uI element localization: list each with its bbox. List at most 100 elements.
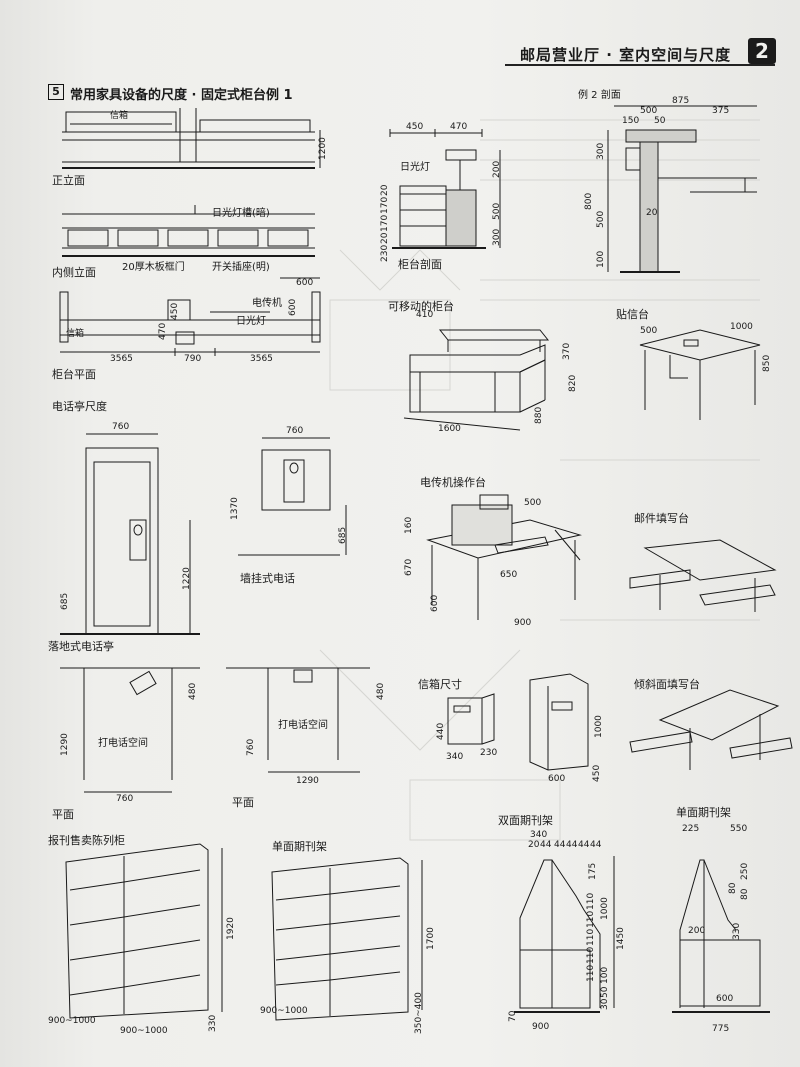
double-rack-top-3: 44: [566, 840, 578, 850]
telex-d600: 600: [430, 594, 440, 612]
single-rack-h1700: 1700: [426, 927, 436, 950]
telex-w900: 900: [514, 618, 532, 628]
mailbox-h1000: 1000: [594, 715, 604, 738]
running-header: 邮局营业厅 · 室内空间与尺度: [520, 46, 732, 64]
single-rack-drawing: [271, 857, 423, 1021]
double-rack-h50: 50: [600, 986, 610, 998]
wall-phone-drawing: [238, 437, 347, 556]
booth-label: 落地式电话亭: [48, 640, 114, 653]
phone-plan-right-drawing: [226, 667, 370, 773]
single-rack2-w550: 550: [730, 824, 748, 834]
mailbox-w340: 340: [446, 752, 464, 762]
counter-section-drawing: [389, 129, 501, 249]
stamp-h850: 850: [762, 354, 772, 372]
section-d2-dim: 170: [380, 196, 390, 214]
telex-w500: 500: [524, 498, 542, 508]
plan-mail-label: 信箱: [66, 329, 85, 339]
double-rack-w340: 340: [530, 830, 548, 840]
mailbox-w230: 230: [480, 748, 498, 758]
movable-title: 可移动的柜台: [388, 300, 454, 313]
ex2-h1-dim: 300: [596, 142, 606, 160]
double-rack-step-4: 110: [586, 964, 596, 982]
ex2-h4-dim: 100: [596, 250, 606, 268]
movable-h820: 820: [568, 374, 578, 392]
double-rack-top-1: 44: [540, 840, 552, 850]
ex2-w2-dim: 375: [712, 106, 730, 116]
single-rack-w1: 900~1000: [260, 1006, 308, 1016]
movable-h370: 370: [562, 342, 572, 360]
plan-right-label: 平面: [232, 796, 254, 809]
double-rack-top-0: 20: [528, 840, 540, 850]
telex-w650: 650: [500, 570, 518, 580]
plan-h2-dim: 470: [158, 322, 168, 340]
double-rack-w900: 900: [532, 1022, 550, 1032]
single-rack2-drawing: [672, 859, 770, 1013]
section-w2-dim: 470: [450, 122, 468, 132]
front-mailbox-label: 信箱: [110, 111, 129, 121]
example2-section-drawing: [607, 105, 757, 273]
booth-w760: 760: [112, 422, 130, 432]
front-elevation-label: 正立面: [52, 174, 85, 187]
plan-w2-dim: 790: [184, 354, 202, 364]
booth-h685: 685: [60, 592, 70, 610]
inner-light-label: 日光灯槽(暗): [212, 208, 270, 219]
front-elevation-drawing: [62, 108, 321, 169]
telex-desk-drawing: [426, 494, 582, 620]
double-rack-step-0: 110: [586, 892, 596, 910]
single-rack2-w225: 225: [682, 824, 700, 834]
phone-booth-drawing: [60, 433, 200, 635]
plan-right-area: 打电话空间: [278, 720, 328, 731]
single-rack2-h80a: 80: [728, 882, 738, 894]
plan-left-h480: 480: [188, 682, 198, 700]
counter-plan-drawing: [59, 277, 321, 356]
example2-title: 例 2 剖面: [578, 90, 621, 101]
double-rack-step-3: 110: [586, 946, 596, 964]
section-d5-dim: 230: [380, 244, 390, 262]
plan-left-label: 平面: [52, 808, 74, 821]
double-rack-step-2: 110: [586, 928, 596, 946]
double-rack-top-2: 44: [554, 840, 566, 850]
counter-section-label: 柜台剖面: [398, 258, 442, 271]
header-rule: [505, 64, 775, 66]
single-rack-title: 单面期刊架: [272, 840, 327, 853]
section-d1-dim: 20: [380, 184, 390, 196]
ex2-h3-dim: 500: [596, 210, 606, 228]
wall-phone-h685: 685: [338, 526, 348, 544]
double-rack-h1450: 1450: [616, 927, 626, 950]
plan-h1-dim: 600: [288, 298, 298, 316]
single-rack2-h250: 250: [740, 862, 750, 880]
ex2-h2-dim: 800: [584, 192, 594, 210]
double-rack-h1000: 1000: [600, 897, 610, 920]
plan-left-area: 打电话空间: [98, 738, 148, 749]
single-rack2-title: 单面期刊架: [676, 806, 731, 819]
section-d4-dim: 20: [380, 232, 390, 244]
newsstand-w2: 900~1000: [120, 1026, 168, 1036]
mailbox-d450: 450: [592, 764, 602, 782]
telex-h670: 670: [404, 558, 414, 576]
single-rack2-w600: 600: [716, 994, 734, 1004]
plan-w3-dim: 3565: [250, 354, 273, 364]
section-h1-dim: 200: [492, 160, 502, 178]
movable-d410: 410: [416, 310, 434, 320]
double-rack-step-1: 110: [586, 910, 596, 928]
single-rack2-h80b: 80: [740, 888, 750, 900]
counter-plan-label: 柜台平面: [52, 368, 96, 381]
section-number: 5: [48, 84, 64, 100]
booth-title: 电话亭尺度: [52, 400, 107, 413]
movable-w1600: 1600: [438, 424, 461, 434]
mailbox-title: 信箱尺寸: [418, 678, 462, 691]
plan-right-h480: 480: [376, 682, 386, 700]
mail-desk-title: 邮件填写台: [634, 512, 689, 525]
plan-right-w1290: 1290: [296, 776, 319, 786]
mail-desk-drawing: [629, 539, 777, 612]
newsstand-h1920: 1920: [226, 917, 236, 940]
ex2-h5-dim: 20: [646, 208, 658, 218]
section-title: 常用家具设备的尺度 · 固定式柜台例 1: [70, 88, 293, 103]
section-lamp-label: 日光灯: [400, 162, 430, 173]
newsstand-drawing: [65, 843, 223, 1019]
booth-h1220: 1220: [182, 567, 192, 590]
stamp-table-title: 贴信台: [616, 308, 649, 321]
newsstand-title: 报刊售卖陈列柜: [48, 834, 125, 847]
